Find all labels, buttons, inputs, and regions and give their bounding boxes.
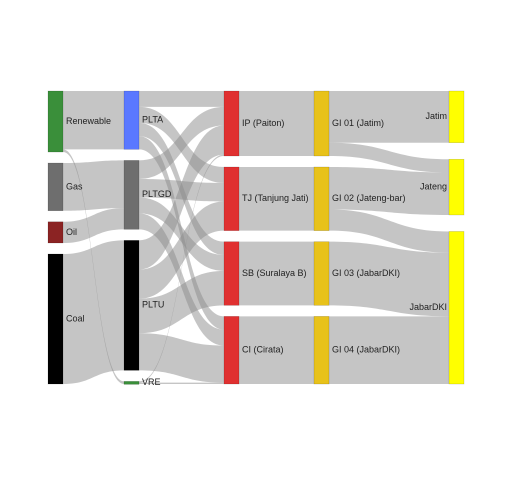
- link-gi02-to-jateng: [329, 167, 449, 215]
- link-gi01-to-jateng: [329, 142, 449, 173]
- node-gi02: [313, 166, 330, 231]
- link-pltgd-to-ci: [139, 213, 224, 346]
- node-pltgd: [123, 160, 140, 230]
- node-label-renewable: Renewable: [66, 116, 111, 126]
- link-tj-to-gi02: [239, 167, 314, 231]
- node-label-gi02: GI 02 (Jateng-bar): [332, 193, 406, 203]
- node-ci: [223, 316, 240, 385]
- node-label-plta: PLTA: [142, 115, 163, 125]
- node-label-oil: Oil: [66, 227, 77, 237]
- link-oil-to-pltgd: [63, 208, 124, 243]
- link-pltu-to-ci: [139, 333, 224, 383]
- node-pltu: [123, 240, 140, 371]
- node-label-ip: IP (Paiton): [242, 118, 284, 128]
- link-gi03-to-jabardki: [329, 241, 449, 317]
- node-gi01: [313, 90, 330, 157]
- node-oil: [47, 221, 64, 244]
- node-label-jateng: Jateng: [420, 181, 447, 191]
- link-plta-to-ip: [139, 91, 224, 107]
- node-sb: [223, 241, 240, 306]
- node-label-vre: VRE: [142, 377, 161, 387]
- node-gi04: [313, 316, 330, 385]
- nodes-group: [47, 90, 465, 385]
- node-label-gas: Gas: [66, 181, 83, 191]
- node-label-gi04: GI 04 (JabarDKI): [332, 345, 400, 355]
- node-jateng: [448, 158, 465, 216]
- node-label-tj: TJ (Tanjung Jati): [242, 193, 309, 203]
- node-gas: [47, 162, 64, 212]
- link-ip-to-gi01: [239, 91, 314, 156]
- node-label-jabardki: JabarDKI: [409, 302, 447, 312]
- node-jabardki: [448, 231, 465, 385]
- node-label-gi01: GI 01 (Jatim): [332, 118, 384, 128]
- node-jatim: [448, 90, 465, 143]
- node-plta: [123, 90, 140, 150]
- link-coal-to-pltu: [63, 240, 124, 384]
- node-ip: [223, 90, 240, 157]
- node-renewable: [47, 90, 64, 153]
- node-gi03: [313, 241, 330, 306]
- link-gi01-to-jatim: [329, 91, 449, 143]
- node-label-gi03: GI 03 (JabarDKI): [332, 268, 400, 278]
- link-pltu-to-sb: [139, 270, 224, 334]
- node-label-coal: Coal: [66, 313, 85, 323]
- link-gi04-to-jabardki: [329, 316, 449, 384]
- node-coal: [47, 253, 64, 385]
- link-pltu-to-ip: [139, 125, 224, 270]
- link-vre-to-ci: [139, 382, 224, 384]
- link-ci-to-gi04: [239, 316, 314, 384]
- link-sb-to-gi03: [239, 241, 314, 306]
- node-label-jatim: Jatim: [425, 111, 447, 121]
- link-pltu-to-tj: [139, 201, 224, 299]
- link-vre-to-ip: [139, 154, 224, 383]
- node-label-pltgd: PLTGD: [142, 189, 172, 199]
- link-pltgd-to-ip: [139, 106, 224, 179]
- link-renewable-to-plta: [63, 91, 124, 150]
- link-gas-to-pltgd: [63, 160, 124, 211]
- link-gi02-to-jabardki: [329, 209, 449, 253]
- node-vre: [123, 381, 140, 385]
- node-tj: [223, 166, 240, 231]
- node-label-ci: CI (Cirata): [242, 345, 284, 355]
- link-pltgd-to-sb: [139, 197, 224, 271]
- links-group: [63, 91, 449, 384]
- node-label-sb: SB (Suralaya B): [242, 268, 307, 278]
- node-label-pltu: PLTU: [142, 300, 164, 310]
